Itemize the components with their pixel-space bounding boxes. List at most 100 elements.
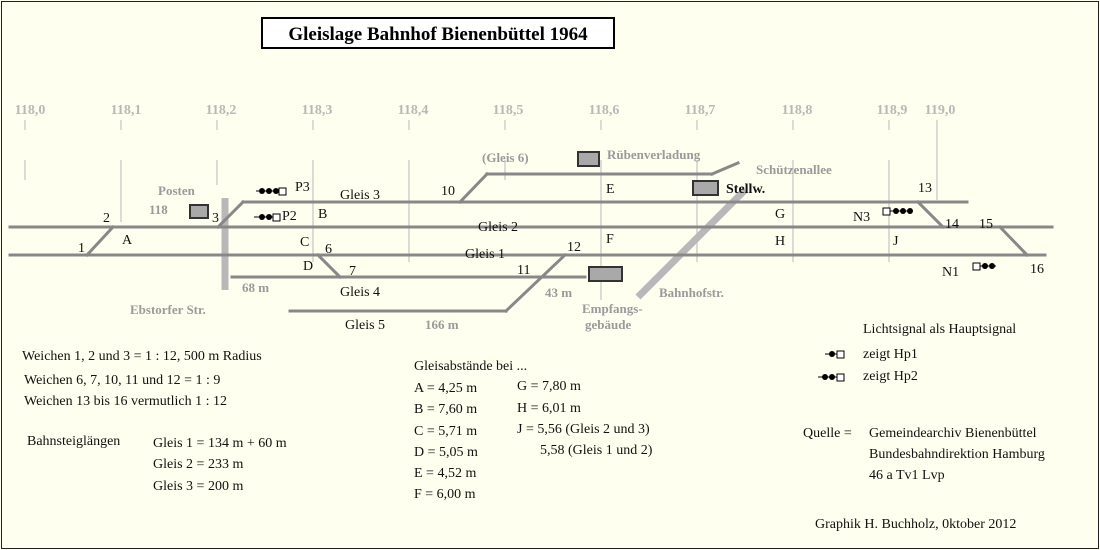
schuetzenallee-label: Schützenallee: [756, 162, 832, 177]
km-label: 118,9: [877, 103, 908, 118]
posten-building: [189, 204, 209, 219]
signal-hp2-icon: [818, 373, 845, 382]
km-label: 119,0: [925, 103, 956, 118]
bahnhofstrasse-road: [635, 187, 748, 300]
abstand-item: G = 7,80 m: [517, 379, 581, 394]
track-gleis-6-end: [710, 161, 740, 176]
weichen-note: Weichen 1, 2 und 3 = 1 : 12, 500 m Radiu…: [22, 349, 262, 364]
length-label: 68 m: [242, 280, 269, 295]
km-label: 118,2: [206, 103, 237, 118]
gleis-3-label: Gleis 3: [340, 188, 380, 203]
abstand-item: A = 4,25 m: [414, 381, 477, 396]
switch-number: 15: [979, 217, 993, 232]
title-box: [261, 17, 615, 49]
abstand-item: H = 6,01 m: [517, 401, 581, 416]
empfangs-label: Empfangs-: [582, 301, 643, 316]
switch-number: 2: [103, 211, 110, 226]
km-label: 118,7: [685, 103, 716, 118]
switch-15-16-curve: [997, 224, 1030, 258]
km-label: 118,3: [302, 103, 333, 118]
legend-hp2: zeigt Hp2: [863, 369, 918, 384]
source-line: Gemeindearchiv Bienenbüttel: [869, 426, 1037, 441]
switch-number: 14: [945, 217, 959, 232]
switch-number: 16: [1030, 262, 1044, 277]
bahnsteig-title: Bahnsteiglängen: [27, 434, 120, 449]
switch-number: 11: [517, 263, 530, 278]
distance-letter: H: [775, 234, 785, 249]
signal-hp1-icon: [825, 350, 845, 359]
distance-letter: J: [893, 234, 899, 249]
switch-number: 12: [567, 240, 581, 255]
abstand-item: E = 4,52 m: [414, 466, 476, 481]
distance-letter: F: [606, 232, 614, 247]
distance-letter: E: [606, 182, 615, 197]
source-line: Bundesbahndirektion Hamburg: [869, 447, 1045, 462]
km-label: 118,4: [398, 103, 429, 118]
signal-p2-icon: [254, 213, 281, 222]
distance-letter: C: [300, 235, 309, 250]
switch-13-14-curve: [915, 199, 946, 230]
signal-label: P3: [295, 180, 310, 195]
length-label: 166 m: [425, 317, 459, 332]
distance-letter: B: [318, 207, 327, 222]
source-line: 46 a Tv1 Lvp: [869, 468, 945, 483]
abstand-item: 5,58 (Gleis 1 und 2): [540, 443, 653, 458]
switch-number: 6: [325, 242, 332, 257]
km-label: 118,8: [782, 103, 813, 118]
distance-letter: A: [122, 233, 133, 248]
abstand-item: C = 5,71 m: [414, 424, 477, 439]
bahnsteig-item: Gleis 1 = 134 m + 60 m: [153, 436, 287, 451]
switch-3-curve: [215, 199, 246, 230]
signal-n1-icon: [972, 262, 996, 271]
gleis-2-label: Gleis 2: [478, 220, 518, 235]
stellwerk-building: [692, 180, 719, 196]
weichen-note: Weichen 13 bis 16 vermutlich 1 : 12: [24, 394, 227, 409]
km-label: 118,1: [111, 103, 142, 118]
switch-number: 3: [212, 211, 219, 226]
ruebenverladung-building: [577, 151, 600, 167]
switch-number: 10: [441, 184, 455, 199]
switch-7-curve: [315, 252, 343, 280]
credit: Graphik H. Buchholz, 0ktober 2012: [815, 517, 1016, 532]
posten-number: 118: [149, 202, 168, 217]
legend-hp1: zeigt Hp1: [863, 347, 918, 362]
abstand-item: F = 6,00 m: [414, 487, 476, 502]
weichen-note: Weichen 6, 7, 10, 11 und 12 = 1 : 9: [24, 373, 220, 388]
km-label: 118,6: [589, 103, 620, 118]
length-label: 43 m: [545, 285, 572, 300]
abstand-item: D = 5,05 m: [414, 445, 478, 460]
gleis-1-label: Gleis 1: [465, 247, 505, 262]
ebstorfer-label: Ebstorfer Str.: [130, 302, 206, 317]
gebaeude-label: gebäude: [585, 317, 631, 332]
switch-11-12-curve: [503, 252, 568, 314]
abstand-item: J = 5,56 (Gleis 2 und 3): [517, 422, 650, 437]
gleis-5-label: Gleis 5: [345, 318, 385, 333]
gleis-4-label: Gleis 4: [340, 285, 380, 300]
switch-number: 13: [918, 181, 932, 196]
distance-letter: D: [303, 259, 313, 274]
signal-p3-icon: [256, 187, 287, 196]
bahnsteig-item: Gleis 2 = 233 m: [153, 457, 243, 472]
signal-label: P2: [282, 209, 297, 224]
signal-label: N1: [942, 265, 959, 280]
source-label: Quelle =: [803, 426, 852, 441]
legend-title: Lichtsignal als Hauptsignal: [863, 322, 1016, 337]
switch-number: 1: [78, 241, 85, 256]
empfangsgebaeude-building: [588, 266, 623, 282]
km-label: 118,0: [15, 103, 46, 118]
abstand-item: B = 7,60 m: [414, 402, 477, 417]
distance-letter: G: [775, 207, 785, 222]
abstaende-title: Gleisabstände bei ...: [414, 359, 527, 374]
switch-1-2-curve: [84, 224, 116, 258]
signal-label: N3: [853, 210, 870, 225]
stellwerk-label: Stellw.: [726, 182, 765, 197]
switch-number: 7: [349, 264, 356, 279]
posten-label: Posten: [158, 183, 196, 198]
diagram-title: Gleislage Bahnhof Bienenbüttel 1964: [288, 24, 588, 45]
bahnhofstrasse-label: Bahnhofstr.: [659, 285, 724, 300]
ruebenverladung-label: Rübenverladung: [607, 147, 701, 162]
gleis-6-label: (Gleis 6): [482, 150, 529, 165]
tracks: [8, 161, 1054, 314]
